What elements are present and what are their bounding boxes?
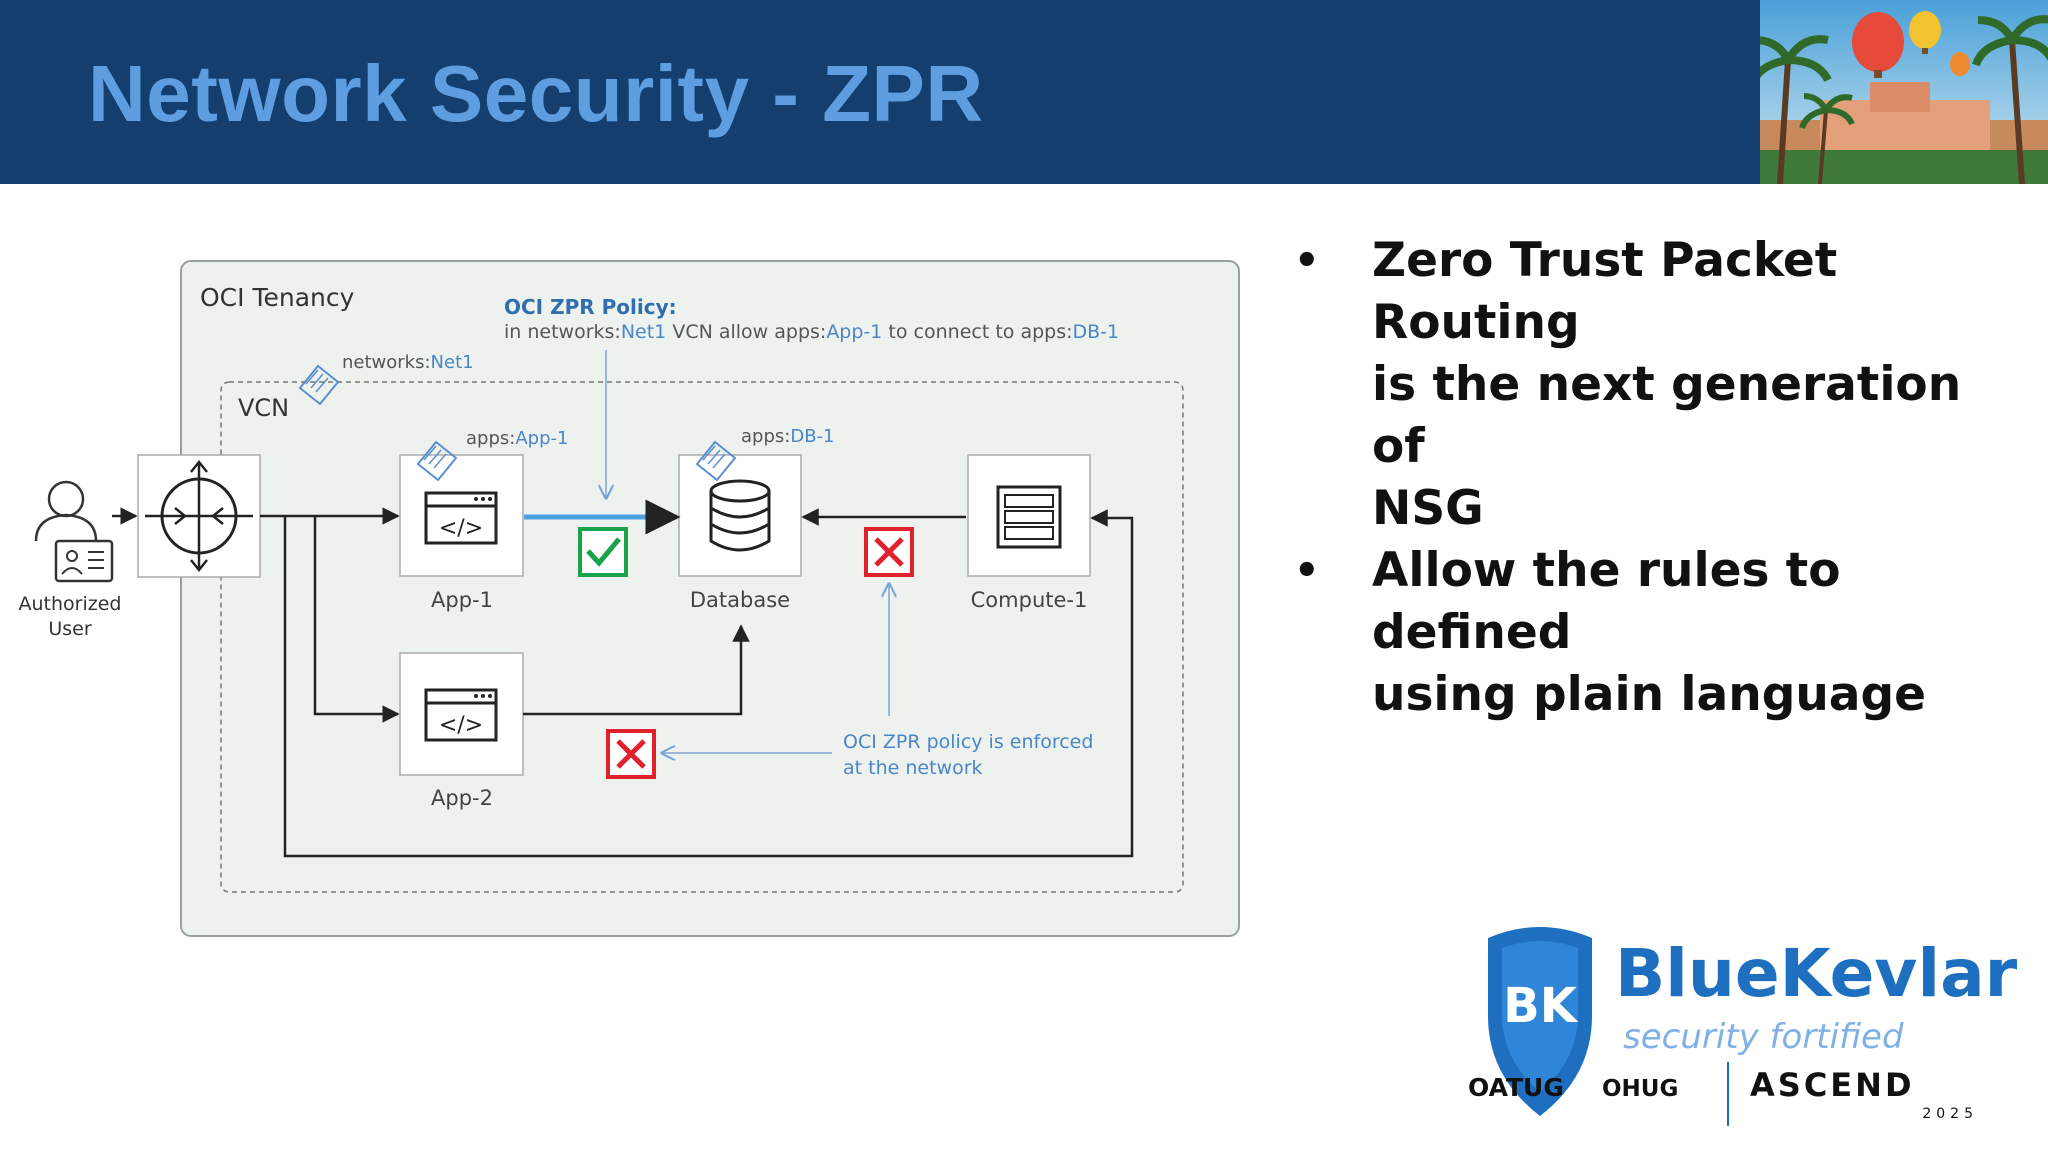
bullet-line: NSG <box>1372 481 1484 536</box>
shield-icon <box>1488 927 1592 1116</box>
app1-node <box>399 454 524 577</box>
app1-label: App-1 <box>431 588 493 612</box>
enforced-note-line2: at the network <box>843 757 983 779</box>
zpr-architecture-diagram: OCI Tenancy OCI ZPR Policy: in networks:… <box>0 184 1280 984</box>
db-tag-icon <box>695 440 737 482</box>
compute1-node <box>967 454 1091 577</box>
vcn-box <box>220 381 1184 893</box>
svg-text:</>: </> <box>439 713 483 738</box>
bullet-dot: • <box>1294 548 1320 594</box>
tenancy-label: OCI Tenancy <box>200 283 355 312</box>
policy-text: in networks:Net1 VCN allow apps:App-1 to… <box>504 321 1119 343</box>
user-label-line2: User <box>48 618 91 640</box>
logo-badge-text: BK <box>1503 978 1579 1034</box>
user-label-line1: Authorized <box>19 593 122 615</box>
partner-ascend: ASCEND <box>1750 1066 1915 1104</box>
app2-label: App-2 <box>431 786 493 810</box>
bullet-line: is the next generation of <box>1372 357 1962 474</box>
compute1-label: Compute-1 <box>971 588 1088 612</box>
slide-title: Network Security - ZPR <box>88 49 984 138</box>
router-icon <box>145 459 253 573</box>
bullet-item: • Zero Trust Packet Routing is the next … <box>1280 230 2000 540</box>
resort-illustration <box>1760 0 2048 184</box>
server-icon <box>996 485 1062 549</box>
app1-tag-icon <box>416 440 458 482</box>
partner-oatug: OATUG <box>1468 1073 1564 1102</box>
partner-ohug: OHUG <box>1602 1076 1678 1102</box>
vcn-label: VCN <box>238 394 289 422</box>
authorized-user-icon <box>34 480 114 583</box>
db-tag-label: apps:DB-1 <box>741 426 834 447</box>
app1-tag-label: apps:App-1 <box>466 428 568 449</box>
logo-brand: BlueKevlar <box>1615 935 2018 1012</box>
bluekevlar-logo: BK BlueKevlar security fortified OATUG O… <box>1460 912 2020 1132</box>
enforced-note-line1: OCI ZPR policy is enforced <box>843 731 1093 753</box>
deny-x-icon <box>606 729 656 779</box>
flow-connectors <box>112 507 1134 858</box>
policy-title: OCI ZPR Policy: <box>504 295 677 319</box>
logo-tagline: security fortified <box>1623 1017 1904 1057</box>
bullet-line: Zero Trust Packet Routing <box>1372 233 1838 350</box>
title-bar: Network Security - ZPR <box>0 0 2048 184</box>
deny-x-icon <box>864 527 914 577</box>
allow-check-icon <box>578 527 628 577</box>
bullet-line: Allow the rules to defined <box>1372 543 1841 660</box>
bullet-list: • Zero Trust Packet Routing is the next … <box>1280 230 2000 726</box>
bullet-line: using plain language <box>1372 667 1927 722</box>
code-window-icon: </> <box>424 491 498 545</box>
svg-text:</>: </> <box>439 516 483 541</box>
bullet-item: • Allow the rules to defined using plain… <box>1280 540 2000 726</box>
partner-year: 2025 <box>1922 1106 1978 1122</box>
database-label: Database <box>690 588 790 612</box>
network-tag-label: networks:Net1 <box>342 352 474 373</box>
code-window-icon: </> <box>424 688 498 742</box>
bullet-dot: • <box>1294 238 1320 284</box>
database-icon <box>709 479 771 552</box>
